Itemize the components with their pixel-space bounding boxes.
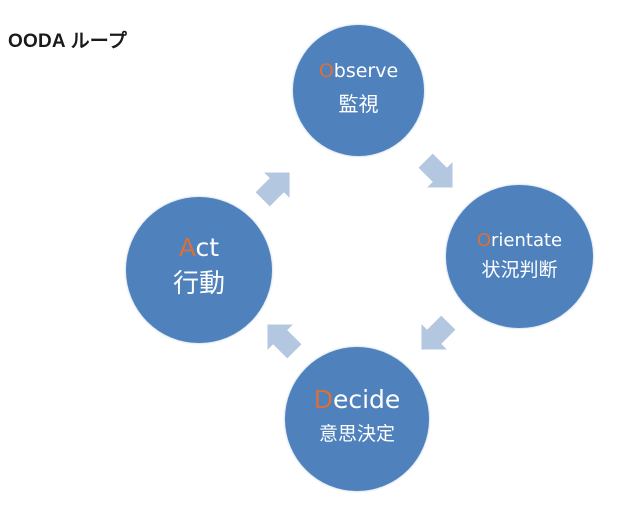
label-rest: rientate xyxy=(491,230,563,252)
initial-letter: O xyxy=(476,230,492,252)
node-act-ja: 行動 xyxy=(172,269,225,300)
node-act-en: Act xyxy=(178,232,220,262)
node-orientate: Orientate 状況判断 xyxy=(446,185,593,328)
node-orientate-en: Orientate xyxy=(477,231,562,251)
arrow-down-right-icon xyxy=(418,153,453,188)
node-act: Act 行動 xyxy=(126,197,272,343)
node-decide-ja: 意思決定 xyxy=(318,423,395,446)
diagram-title: OODA ループ xyxy=(8,31,128,52)
node-observe-ja: 監視 xyxy=(338,91,379,116)
node-decide-en: Decide xyxy=(314,386,401,414)
initial-letter: O xyxy=(318,60,334,83)
node-observe: Observe 監視 xyxy=(293,25,424,156)
node-orientate-ja: 状況判断 xyxy=(481,259,558,281)
node-observe-en: Observe xyxy=(319,61,398,82)
label-rest: ct xyxy=(195,232,220,262)
label-rest: ecide xyxy=(332,384,401,414)
node-decide: Decide 意思決定 xyxy=(285,347,429,491)
arrow-up-left-icon xyxy=(267,324,302,359)
label-rest: bserve xyxy=(333,60,399,83)
arrow-down-left-icon xyxy=(421,315,456,350)
arrow-up-right-icon xyxy=(255,172,290,207)
initial-letter: A xyxy=(178,232,196,262)
initial-letter: D xyxy=(313,384,333,414)
